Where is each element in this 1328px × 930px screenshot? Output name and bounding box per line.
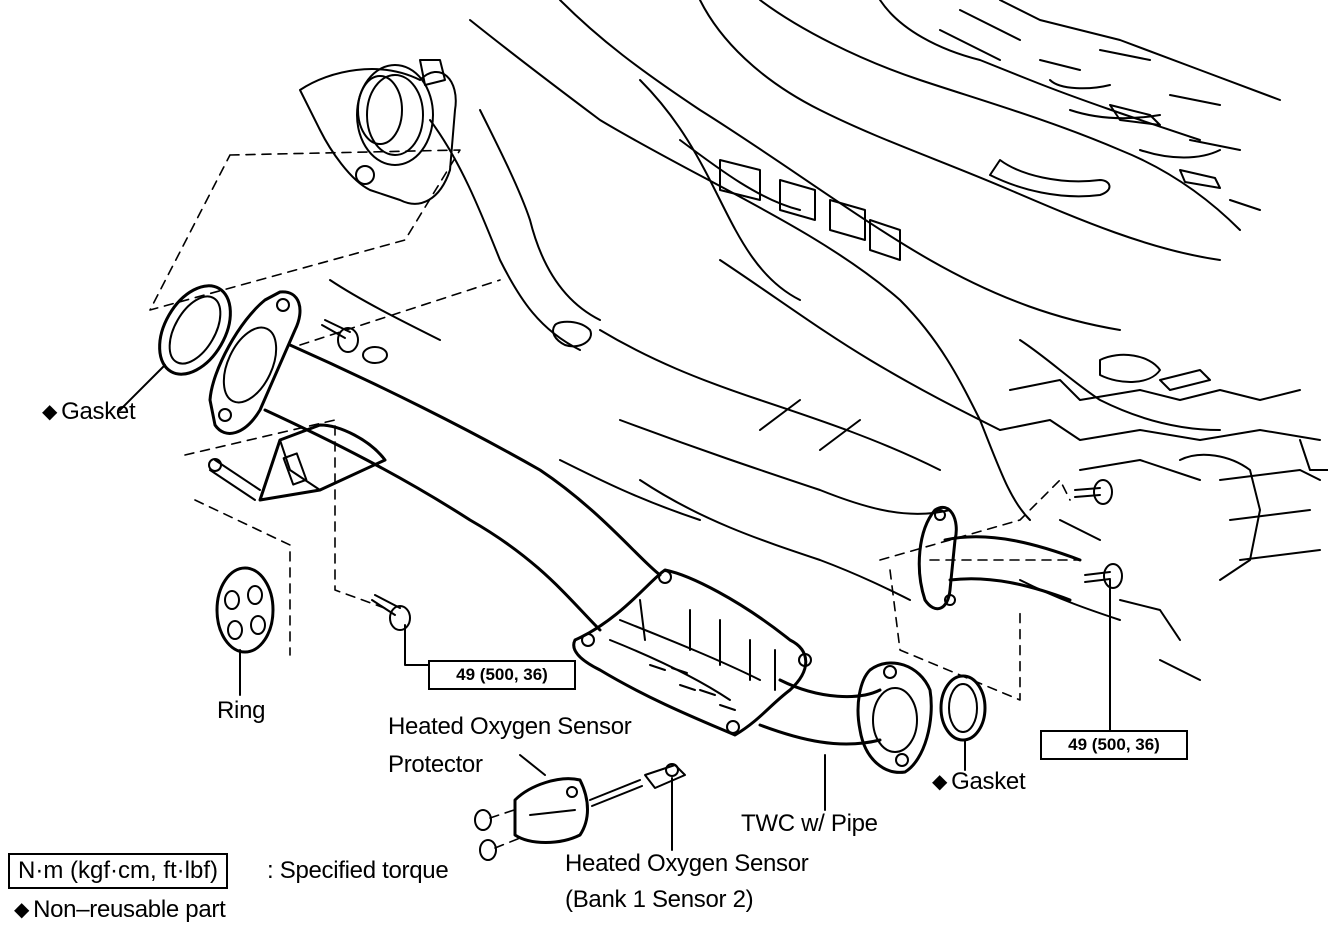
twc-pipe-label: TWC w/ Pipe: [741, 810, 878, 837]
sensor-bank-label: (Bank 1 Sensor 2): [565, 886, 754, 913]
sensor-label: Heated Oxygen Sensor: [565, 850, 809, 877]
left-gasket: [119, 284, 232, 411]
torque-spec-left: 49 (500, 36): [428, 660, 576, 690]
bolts: [321, 319, 1123, 631]
leader-lines: [239, 579, 1111, 851]
nonreusable-diamond-icon: ◆: [932, 771, 948, 793]
catalytic-converter: [572, 568, 812, 737]
hanger-bracket: [208, 423, 387, 502]
twc-pipe: [263, 343, 882, 746]
rubber-ring: [215, 566, 275, 654]
nonreusable-diamond-icon: ◆: [14, 899, 30, 921]
legend-torque-units: N·m (kgf·cm, ft·lbf): [8, 853, 228, 889]
gasket-right-label: ◆Gasket: [932, 768, 1026, 795]
oxygen-sensor-assembly: [474, 763, 686, 861]
right-gasket: [939, 674, 987, 742]
legend-nonreusable: ◆Non–reusable part: [14, 896, 226, 923]
legend-torque-desc: : Specified torque: [267, 857, 449, 884]
twc-rear-flange: [856, 661, 933, 774]
dashed-guides: [149, 149, 1081, 701]
torque-spec-right: 49 (500, 36): [1040, 730, 1188, 760]
sensor-protector-label: Heated Oxygen Sensor Protector: [388, 713, 632, 778]
front-pipe-flange: [299, 59, 457, 205]
ring-label: Ring: [217, 697, 266, 724]
rear-pipe-flange: [917, 506, 1082, 611]
vehicle-body: [329, 0, 1328, 681]
nonreusable-diamond-icon: ◆: [42, 401, 58, 423]
twc-front-flange: [208, 290, 302, 435]
gasket-left-label: ◆Gasket: [42, 398, 136, 425]
